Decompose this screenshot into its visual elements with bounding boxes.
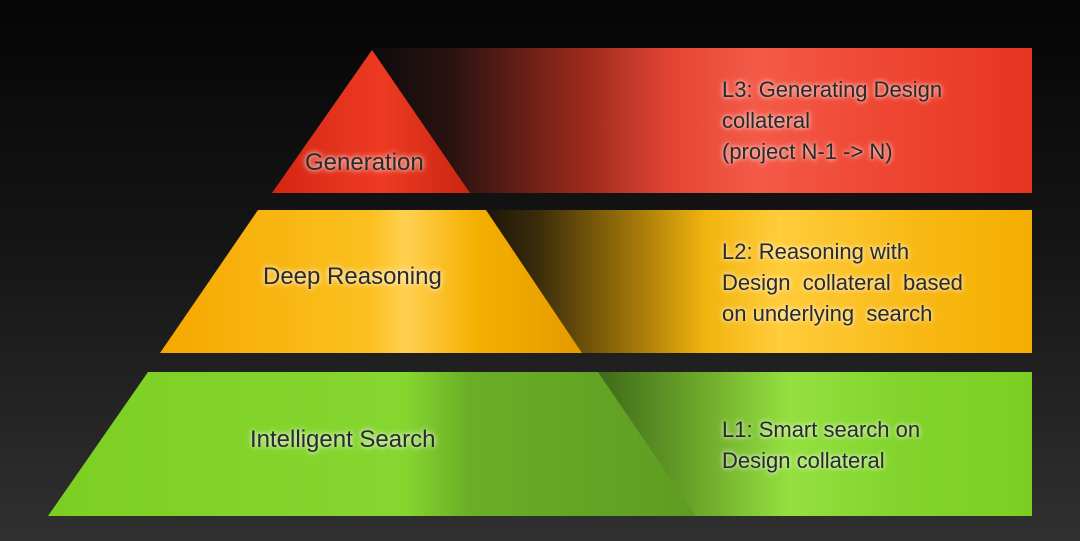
intelligent-search-trapezoid bbox=[48, 372, 696, 516]
generation-triangle bbox=[272, 50, 470, 193]
level-generation bbox=[272, 48, 1032, 193]
description-line: (project N-1 -> N) bbox=[722, 139, 893, 164]
description-line: Design collateral based bbox=[722, 270, 963, 295]
level-deep-reasoning bbox=[160, 210, 1032, 353]
intelligent-search-description: L1: Smart search on Design collateral bbox=[722, 414, 920, 476]
description-line: L2: Reasoning with bbox=[722, 239, 910, 264]
description-line: L1: Smart search on bbox=[722, 417, 921, 442]
level-intelligent-search bbox=[48, 372, 1032, 516]
description-line: collateral bbox=[722, 108, 811, 133]
generation-label: Generation bbox=[305, 149, 424, 176]
deep-reasoning-label: Deep Reasoning bbox=[263, 263, 442, 290]
description-line: Design collateral bbox=[722, 448, 885, 473]
intelligent-search-label: Intelligent Search bbox=[250, 426, 436, 453]
generation-band bbox=[372, 48, 1032, 193]
generation-description: L3: Generating Design collateral (projec… bbox=[722, 74, 942, 167]
deep-reasoning-trapezoid bbox=[160, 210, 582, 353]
description-line: L3: Generating Design bbox=[722, 77, 943, 102]
deep-reasoning-description: L2: Reasoning with Design collateral bas… bbox=[722, 236, 963, 329]
description-line: on underlying search bbox=[722, 301, 933, 326]
